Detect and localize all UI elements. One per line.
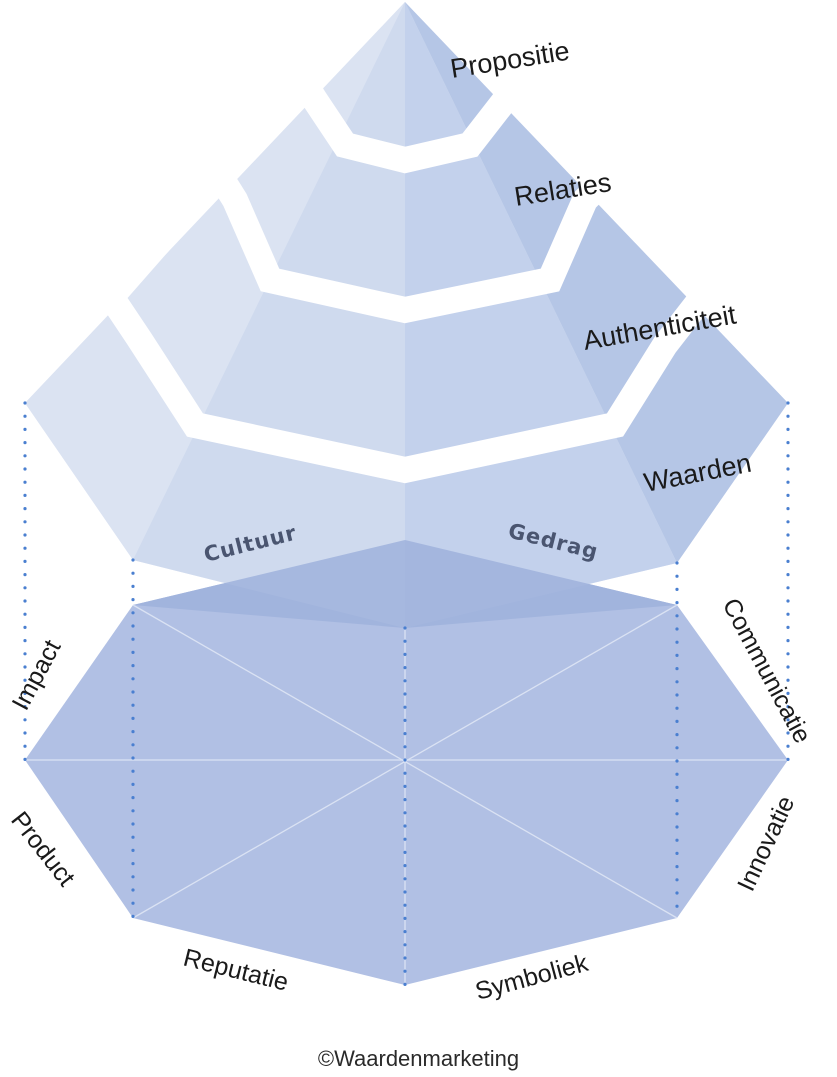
copyright-text: ©Waardenmarketing <box>317 1046 520 1071</box>
label-impact: Impact <box>7 635 67 714</box>
pyramid <box>25 2 788 628</box>
